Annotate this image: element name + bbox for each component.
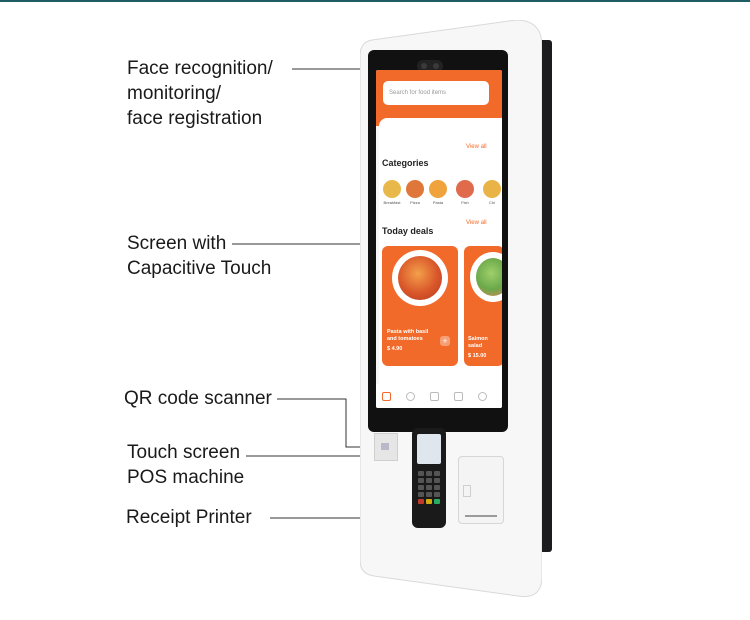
callout-face-line-2: monitoring/ bbox=[127, 83, 221, 104]
user-icon[interactable] bbox=[478, 392, 487, 401]
camera-lens-left bbox=[421, 63, 427, 69]
pos-keypad bbox=[417, 470, 441, 505]
callout-printer-line-1: Receipt Printer bbox=[126, 507, 252, 528]
category-label: Breakfast bbox=[383, 200, 401, 205]
camera-lens-right bbox=[433, 63, 439, 69]
salmon-salad-image bbox=[476, 258, 502, 296]
deals-view-all-link[interactable]: View all bbox=[466, 220, 487, 226]
pasta-icon bbox=[429, 180, 447, 198]
callout-pos: Touch screen POS machine bbox=[127, 440, 244, 490]
deal-1-price: $ 4.90 bbox=[387, 346, 403, 352]
category-label: Fish bbox=[461, 200, 469, 205]
fish-icon bbox=[456, 180, 474, 198]
deal-1-name-line-1: Pasta with basil bbox=[387, 329, 429, 335]
pos-terminal-icon bbox=[412, 428, 446, 528]
chicken-icon bbox=[483, 180, 501, 198]
callout-receipt-printer: Receipt Printer bbox=[126, 505, 252, 530]
app-search-input[interactable]: Search for food items bbox=[383, 81, 489, 105]
qr-scanner-icon bbox=[374, 433, 398, 461]
callout-screen-line-1: Screen with bbox=[127, 233, 227, 254]
heart-icon[interactable] bbox=[406, 392, 415, 401]
top-accent-bar bbox=[0, 0, 750, 2]
printer-indicator bbox=[463, 485, 471, 497]
deal-card-pasta[interactable]: Pasta with basil and tomatoes $ 4.90 + bbox=[382, 246, 458, 366]
today-deals-title: Today deals bbox=[382, 226, 434, 236]
categories-view-all-link[interactable]: View all bbox=[466, 144, 487, 150]
callout-screen-line-2: Capacitive Touch bbox=[127, 258, 272, 279]
category-fish[interactable]: Fish bbox=[455, 180, 475, 205]
callout-pos-line-2: POS machine bbox=[127, 467, 245, 488]
callout-face-line-3: face registration bbox=[127, 108, 263, 129]
category-pasta[interactable]: Pasta bbox=[428, 180, 448, 205]
camera-icon bbox=[417, 60, 443, 72]
callout-face-line-1: Face recognition/ bbox=[127, 58, 273, 79]
breakfast-icon bbox=[383, 180, 401, 198]
category-label: Chi bbox=[488, 200, 495, 205]
printer-paper-slot bbox=[465, 515, 497, 517]
receipt-printer-icon bbox=[458, 456, 504, 524]
truck-icon[interactable] bbox=[454, 392, 463, 401]
callout-qr-line-1: QR code scanner bbox=[124, 388, 272, 409]
deal-1-name-line-2: and tomatoes bbox=[387, 336, 423, 342]
category-label: Pizza bbox=[410, 200, 420, 205]
deal-2-name-line-2: salad bbox=[468, 343, 483, 349]
home-icon[interactable] bbox=[382, 392, 391, 401]
deal-2-price: $ 15.00 bbox=[468, 353, 487, 359]
categories-title: Categories bbox=[382, 158, 429, 168]
category-breakfast[interactable]: Breakfast bbox=[382, 180, 402, 205]
callout-qr-scanner: QR code scanner bbox=[124, 386, 272, 411]
pizza-icon bbox=[406, 180, 424, 198]
callout-pos-line-1: Touch screen bbox=[127, 442, 241, 463]
category-label: Pasta bbox=[432, 200, 444, 205]
pos-screen bbox=[417, 434, 441, 464]
add-to-cart-plus-icon[interactable]: + bbox=[440, 336, 450, 346]
app-bottom-nav bbox=[376, 384, 502, 408]
callout-screen: Screen with Capacitive Touch bbox=[127, 231, 271, 281]
kiosk-screen: Search for food items View all Categorie… bbox=[376, 70, 502, 408]
cart-icon[interactable] bbox=[430, 392, 439, 401]
category-chicken[interactable]: Chi bbox=[482, 180, 502, 205]
category-pizza[interactable]: Pizza bbox=[405, 180, 425, 205]
deal-card-salmon[interactable]: Salmon salad $ 15.00 bbox=[464, 246, 502, 366]
callout-face-recognition: Face recognition/ monitoring/ face regis… bbox=[127, 56, 273, 131]
pasta-dish-image bbox=[398, 256, 442, 300]
deal-2-name-line-1: Salmon bbox=[468, 336, 488, 342]
qr-scanner-window bbox=[381, 443, 389, 450]
